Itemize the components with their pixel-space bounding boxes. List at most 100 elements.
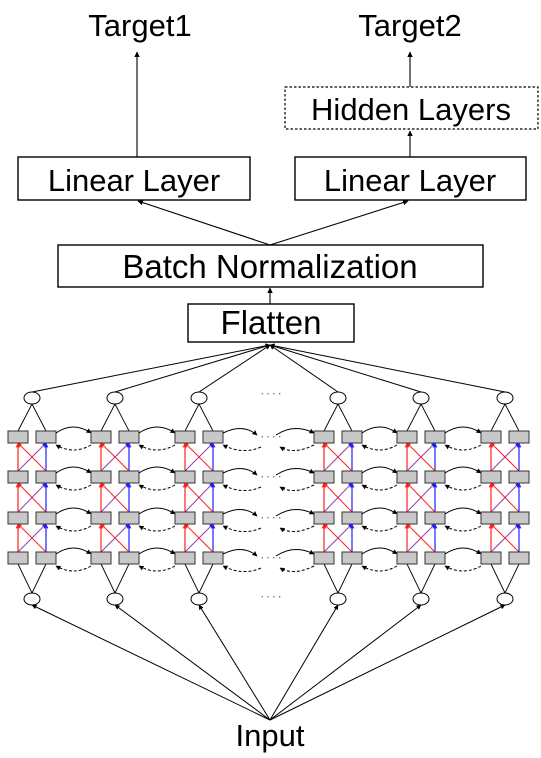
node-link	[114, 563, 130, 594]
recurrent-backward-arc	[55, 444, 92, 451]
node-link	[420, 563, 436, 594]
lstm-cell	[174, 430, 196, 444]
node-link	[337, 403, 353, 432]
recurrent-backward-arc	[279, 444, 315, 452]
linear-layer-2-label: Linear Layer	[324, 163, 496, 198]
linear-layer-2-box	[294, 156, 527, 201]
recurrent-forward-arc	[361, 426, 398, 434]
ellipsis-row1: ····	[260, 430, 283, 444]
input-fan-arrow	[114, 604, 271, 721]
flatten-fan-arrow	[269, 344, 339, 393]
recurrent-backward-arc	[222, 484, 262, 491]
recurrent-forward-arc	[444, 507, 482, 515]
input-node	[190, 592, 208, 606]
node-link	[406, 403, 422, 432]
lstm-cell	[7, 470, 29, 484]
input-label: Input	[236, 718, 305, 753]
lstm-cell	[90, 551, 112, 565]
node-link	[337, 563, 353, 594]
recurrent-forward-arc	[361, 466, 398, 474]
lstm-cell	[174, 511, 196, 525]
hidden-layers-box	[284, 86, 539, 130]
recurrent-backward-arc	[55, 525, 92, 532]
node-link	[198, 403, 214, 432]
recurrent-forward-arc	[55, 507, 92, 515]
lstm-cell	[480, 470, 502, 484]
lstm-cell	[508, 430, 530, 444]
cross-link	[17, 523, 47, 553]
lstm-cell	[396, 511, 418, 525]
node-link	[17, 563, 33, 594]
flatten-fan-arrow	[198, 344, 271, 393]
node-link	[490, 563, 506, 594]
recurrent-forward-arc	[138, 547, 176, 555]
node-link	[31, 403, 47, 432]
output-node	[190, 391, 208, 405]
lstm-cell	[202, 470, 224, 484]
lstm-cell	[174, 551, 196, 565]
node-link	[420, 403, 436, 432]
recurrent-forward-arc	[361, 507, 398, 515]
node-link	[198, 563, 214, 594]
cross-link	[100, 482, 130, 513]
recurrent-forward-arc	[275, 428, 315, 436]
flatten-fan-arrow	[31, 343, 271, 393]
recurrent-backward-arc	[222, 565, 262, 572]
recurrent-backward-arc	[361, 444, 398, 451]
lstm-cell	[118, 551, 140, 565]
lstm-cell	[313, 470, 335, 484]
cross-link	[184, 442, 214, 472]
batch-normalization-label: Batch Normalization	[122, 248, 417, 285]
flatten-fan-arrow	[269, 343, 422, 393]
recurrent-backward-arc	[361, 525, 398, 532]
input-node	[329, 592, 347, 606]
recurrent-backward-arc	[444, 444, 482, 451]
recurrent-forward-arc	[138, 507, 176, 515]
lstm-cell	[480, 511, 502, 525]
flatten-label: Flatten	[221, 304, 322, 341]
flatten-fan-arrow	[114, 343, 271, 393]
lstm-cell	[90, 511, 112, 525]
recurrent-forward-arc	[275, 549, 315, 557]
cross-link	[490, 442, 520, 472]
recurrent-backward-arc	[444, 484, 482, 491]
recurrent-forward-arc	[222, 509, 258, 517]
recurrent-forward-arc	[361, 547, 398, 555]
node-link	[114, 403, 130, 432]
lstm-cell	[341, 430, 363, 444]
node-link	[323, 403, 339, 432]
recurrent-forward-arc	[275, 468, 315, 476]
batch-normalization-box	[57, 244, 484, 288]
node-link	[490, 403, 506, 432]
target2-label: Target2	[358, 8, 461, 43]
recurrent-forward-arc	[55, 547, 92, 555]
linear-layer-1-box	[17, 156, 251, 201]
input-fan-arrow	[31, 604, 271, 721]
cross-link	[184, 523, 214, 553]
arrow-bn-to-linear2	[269, 199, 409, 246]
recurrent-forward-arc	[55, 466, 92, 474]
lstm-cell	[396, 470, 418, 484]
output-node	[23, 391, 41, 405]
recurrent-forward-arc	[138, 426, 176, 434]
lstm-cell	[7, 511, 29, 525]
stacked-bidirectional-layers	[7, 343, 530, 721]
lstm-cell	[508, 551, 530, 565]
recurrent-forward-arc	[444, 466, 482, 474]
cross-link	[100, 523, 130, 553]
cross-link	[100, 442, 130, 472]
lstm-cell	[90, 430, 112, 444]
lstm-cell	[118, 511, 140, 525]
recurrent-backward-arc	[55, 484, 92, 491]
lstm-cell	[480, 430, 502, 444]
input-node	[23, 592, 41, 606]
recurrent-forward-arc	[222, 428, 258, 436]
lstm-cell	[480, 551, 502, 565]
lstm-cell	[35, 470, 57, 484]
lstm-cell	[118, 470, 140, 484]
arrow-bn-to-linear1	[137, 199, 271, 246]
lstm-cell	[202, 511, 224, 525]
lstm-cell	[202, 551, 224, 565]
node-link	[31, 563, 47, 594]
